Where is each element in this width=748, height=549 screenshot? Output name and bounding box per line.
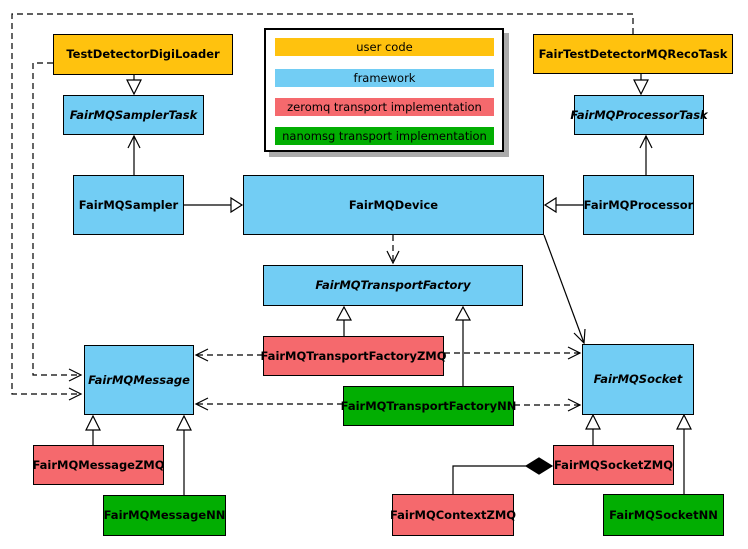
edge-inheritance-factorynn-transportfactory bbox=[454, 305, 472, 386]
node-testdetectordigiloader: TestDetectorDigiLoader bbox=[53, 34, 233, 75]
edge-dependency-factoryzmq-message bbox=[194, 348, 263, 362]
edge-dependency-factorynn-message bbox=[194, 397, 343, 411]
edge-dependency-digiloader-message bbox=[32, 62, 83, 382]
node-fairmqsampler: FairMQSampler bbox=[73, 175, 184, 235]
node-fairmqmessage: FairMQMessage bbox=[84, 345, 194, 415]
node-fairmqtransportfactory: FairMQTransportFactory bbox=[263, 265, 523, 306]
node-fairmqsocketzmq: FairMQSocketZMQ bbox=[553, 445, 674, 485]
node-fairmqsocketnn: FairMQSocketNN bbox=[603, 494, 724, 536]
edge-dependency-device-transportfactory bbox=[386, 235, 400, 265]
legend-item-framework: framework bbox=[275, 69, 494, 87]
node-fairmqsocket: FairMQSocket bbox=[582, 344, 694, 415]
edge-dependency-recotask-message bbox=[11, 13, 634, 401]
edge-inheritance-processor-device bbox=[543, 196, 583, 214]
edge-association-processor-processortask bbox=[639, 134, 653, 175]
node-fairtestdetectormqrecotask: FairTestDetectorMQRecoTask bbox=[533, 34, 733, 74]
legend: user code framework zeromq transport imp… bbox=[264, 28, 504, 152]
node-fairmqmessagenn: FairMQMessageNN bbox=[103, 495, 226, 536]
edge-association-device-socket bbox=[543, 234, 586, 345]
edge-inheritance-socketzmq-socket bbox=[585, 413, 601, 445]
edge-inheritance-messagezmq-message bbox=[85, 414, 101, 445]
legend-item-zeromq: zeromq transport implementation bbox=[275, 98, 494, 116]
node-fairmqprocessortask: FairMQProcessorTask bbox=[570, 95, 708, 135]
edge-inheritance-socketnn-socket bbox=[676, 413, 692, 494]
legend-item-nanomsg: nanomsg transport implementation bbox=[275, 127, 494, 145]
edge-inheritance-sampler-device bbox=[184, 196, 244, 214]
legend-item-user-code: user code bbox=[275, 38, 494, 56]
node-fairmqcontextzmq: FairMQContextZMQ bbox=[390, 494, 516, 536]
edge-association-sampler-samplertask bbox=[127, 134, 141, 175]
node-fairmqsamplertask: FairMQSamplerTask bbox=[63, 95, 204, 135]
edge-inheritance-messagenn-message bbox=[176, 414, 192, 495]
edge-inheritance-digiloader-samplertask bbox=[126, 75, 142, 96]
edge-composition-contextzmq-socketzmq bbox=[452, 457, 554, 494]
edge-dependency-factoryzmq-socket bbox=[444, 346, 582, 360]
node-fairmqtransportfactorynn: FairMQTransportFactoryNN bbox=[341, 386, 516, 426]
edge-inheritance-recotask-processortask bbox=[633, 74, 649, 96]
node-fairmqmessagezmq: FairMQMessageZMQ bbox=[32, 445, 165, 485]
edge-dependency-factorynn-socket bbox=[514, 398, 582, 412]
node-fairmqtransportfactoryzmq: FairMQTransportFactoryZMQ bbox=[261, 336, 447, 376]
edge-inheritance-factoryzmq-transportfactory bbox=[335, 305, 353, 336]
node-fairmqdevice: FairMQDevice bbox=[243, 175, 544, 235]
node-fairmqprocessor: FairMQProcessor bbox=[583, 175, 694, 235]
